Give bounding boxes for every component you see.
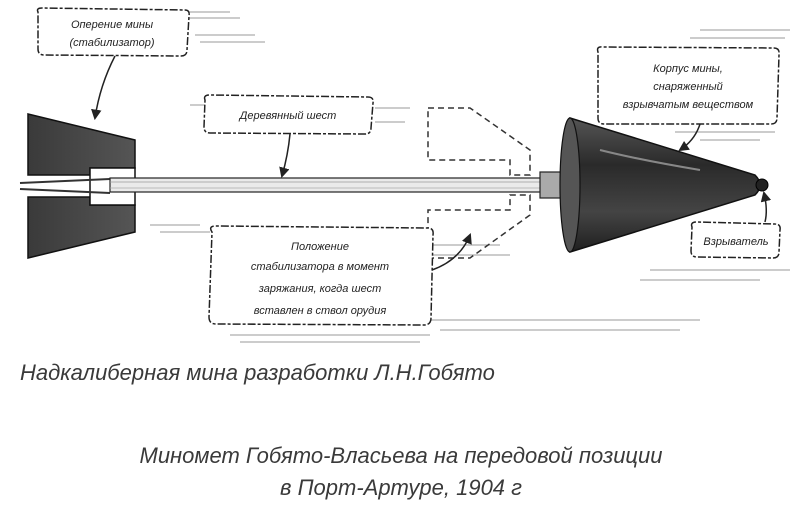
secondary-caption: Миномет Гобято-Власьева на передовой поз…: [0, 440, 802, 504]
position-label-line-2: стабилизатора в момент: [251, 261, 389, 273]
fuze: [755, 178, 769, 192]
stabilizer-label-line-1: Оперение мины: [71, 19, 153, 31]
stabilizer-alt-position: [427, 107, 531, 259]
callout-stabilizer: Оперение мины (стабилизатор): [36, 7, 190, 121]
position-label-line-1: Положение: [291, 241, 349, 253]
callout-stabilizer-position: Положение стабилизатора в момент заряжан…: [208, 225, 472, 326]
secondary-caption-line-2: в Порт-Артуре, 1904 г: [279, 475, 522, 500]
secondary-caption-line-1: Миномет Гобято-Власьева на передовой поз…: [139, 443, 663, 468]
wooden-pole: [109, 171, 567, 199]
body-label-line-1: Корпус мины,: [653, 63, 723, 75]
stabilizer-label-line-2: (стабилизатор): [70, 37, 155, 49]
body-label-line-2: снаряженный: [653, 81, 723, 93]
mine-diagram: Оперение мины (стабилизатор) Деревянный …: [19, 7, 790, 343]
mine-body: [559, 117, 761, 253]
callout-body: Корпус мины, снаряженный взрывчатым веще…: [596, 46, 780, 152]
callout-fuze: Взрыватель: [690, 190, 781, 259]
position-label-line-3: заряжания, когда шест: [258, 283, 381, 295]
body-label-line-3: взрывчатым веществом: [623, 99, 754, 111]
pole-label: Деревянный шест: [238, 110, 337, 122]
fuze-label: Взрыватель: [703, 236, 768, 248]
position-label-line-4: вставлен в ствол орудия: [254, 305, 387, 317]
figure-caption: Надкалиберная мина разработки Л.Н.Гобято: [20, 360, 495, 385]
stabilizer-fins: [19, 113, 136, 259]
callout-pole: Деревянный шест: [203, 94, 374, 179]
hatching: [100, 11, 790, 343]
